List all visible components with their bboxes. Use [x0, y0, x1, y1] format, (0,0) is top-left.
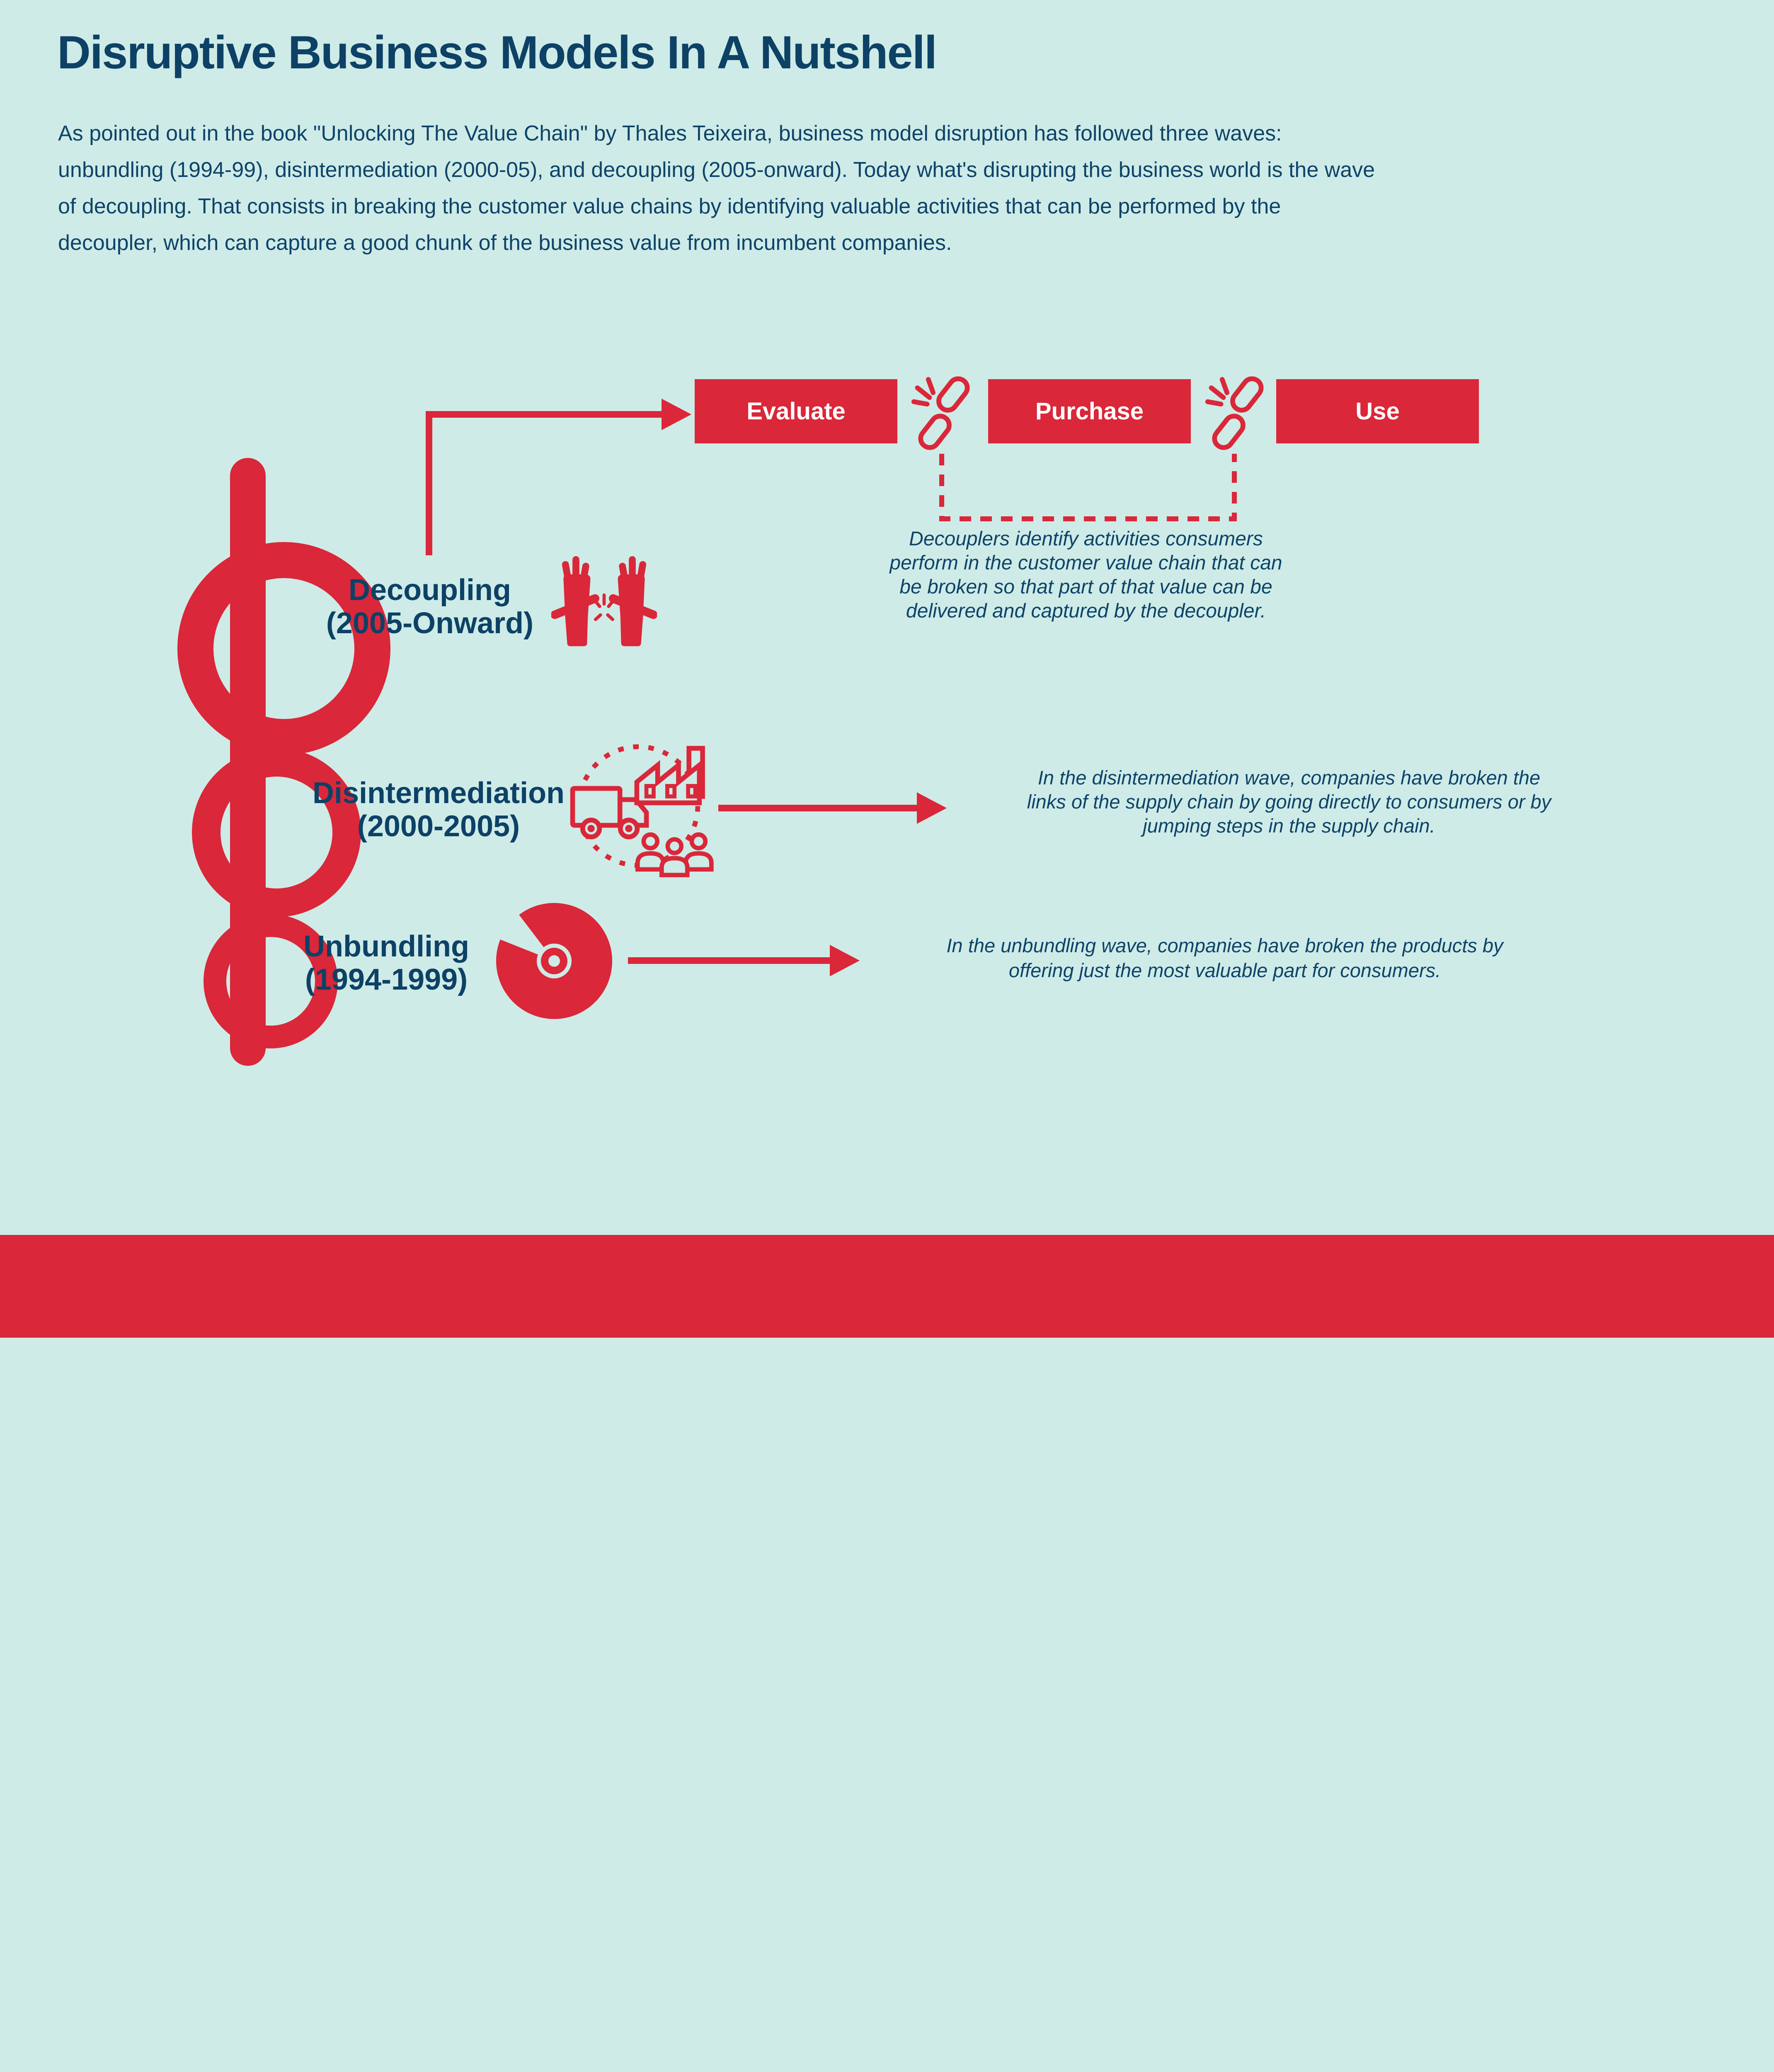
step-box-evaluate: Evaluate [695, 379, 897, 443]
note-line: jumping steps in the supply chain. [1143, 815, 1435, 837]
wave-name: Disintermediation [312, 777, 565, 810]
decoupling-note: Decouplers identify activities consumers… [837, 527, 1335, 623]
truck-icon [570, 786, 649, 840]
decoupling-arrow [426, 399, 691, 555]
connector-lines-layer [426, 399, 1237, 976]
note-line: delivered and captured by the decoupler. [906, 600, 1266, 622]
wave-name: Unbundling [303, 930, 469, 963]
break-burst [593, 593, 616, 621]
disintermediation-note: In the disintermediation wave, companies… [966, 766, 1612, 838]
broken-chain-icon [911, 376, 970, 450]
footer-band: Inspired by Unlocking The Value Chain by… [0, 1235, 1774, 1338]
step-label-purchase: Purchase [1035, 398, 1144, 425]
consumers-icon [635, 832, 714, 877]
factory-icon [634, 746, 705, 806]
wave-label-disintermediation: Disintermediation (2000-2005) [190, 777, 687, 843]
cd-disc-icon [493, 903, 612, 1019]
unbundling-note: In the unbundling wave, companies have b… [872, 933, 1577, 983]
step-label-use: Use [1355, 398, 1400, 425]
note-line: be broken so that part of that value can… [899, 576, 1272, 598]
note-line: links of the supply chain by going direc… [1027, 791, 1551, 813]
page-title: Disruptive Business Models In A Nutshell [57, 27, 937, 78]
hands-breaking-chains-icon [551, 556, 657, 646]
note-line: In the disintermediation wave, companies… [1037, 767, 1541, 789]
broken-chain-icon [1205, 376, 1264, 450]
disintermediation-arrow [718, 792, 947, 824]
unbundling-arrow [628, 945, 860, 976]
note-line: perform in the customer value chain that… [889, 552, 1282, 574]
step-box-use: Use [1276, 379, 1479, 443]
factory-truck-consumers-icon [570, 744, 714, 877]
wave-label-unbundling: Unbundling (1994-1999) [200, 930, 573, 996]
note-line: In the unbundling wave, companies have b… [946, 934, 1503, 956]
wave-period: (2005-Onward) [326, 607, 534, 640]
note-line: offering just the most valuable part for… [1008, 959, 1441, 981]
broken-links-dashed-bracket [939, 454, 1237, 521]
wave-period: (1994-1999) [305, 963, 468, 996]
wave-name: Decoupling [349, 574, 511, 607]
step-label-evaluate: Evaluate [746, 398, 846, 425]
wave-label-decoupling: Decoupling (2005-Onward) [243, 574, 616, 640]
left-hand [551, 556, 600, 646]
intro-paragraph: As pointed out in the book "Unlocking Th… [58, 121, 1375, 255]
wave-period: (2000-2005) [357, 810, 520, 843]
step-box-purchase: Purchase [988, 379, 1191, 443]
right-hand [608, 556, 657, 646]
note-line: Decouplers identify activities consumers [909, 528, 1263, 550]
